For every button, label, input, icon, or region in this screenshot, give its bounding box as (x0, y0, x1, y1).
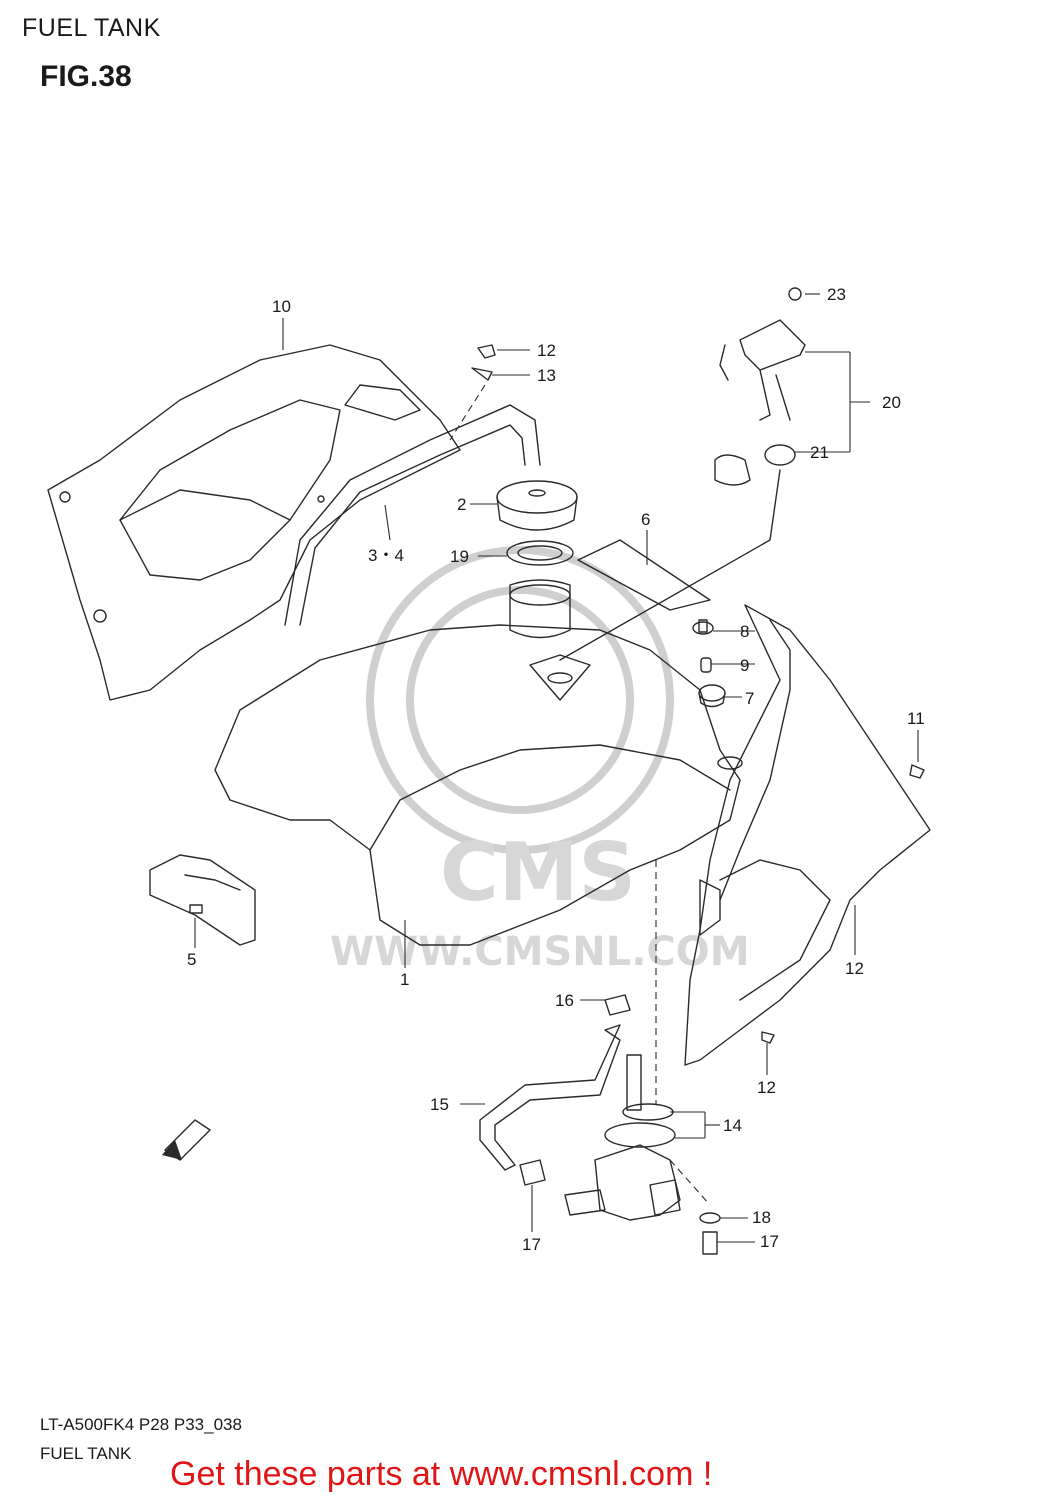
part-12-clips (761, 764, 925, 1044)
part-20-gasket (506, 540, 574, 566)
callout-numbers: 10 12 13 3・4 2 19 6 23 20 21 8 9 7 11 5 … (187, 285, 925, 1254)
callout-7: 7 (745, 689, 754, 708)
part-11-side-cover (684, 604, 931, 1066)
callout-12-bottom: 12 (757, 1078, 776, 1097)
callout-22: 21 (810, 443, 829, 462)
part-21-fuel-level-sender (559, 287, 806, 661)
callout-14: 13 (537, 366, 556, 385)
watermark: CMS WWW.CMSNL.COM (330, 546, 750, 975)
callout-18: 17 (760, 1232, 779, 1251)
model-code: LT-A500FK4 P28 P33_038 (40, 1415, 242, 1434)
callout-5: 5 (187, 950, 196, 969)
parts-7-8-9-grommets (692, 619, 726, 708)
callout-10: 10 (272, 297, 291, 316)
callout-23: 23 (827, 285, 846, 304)
callout-8: 8 (740, 622, 749, 641)
part-5-bracket (149, 854, 256, 946)
parts-18-19-bolt-washer (699, 1212, 721, 1255)
callout-20: 19 (450, 547, 469, 566)
callout-21: 20 (882, 393, 901, 412)
callout-19: 18 (752, 1208, 771, 1227)
part-3-4-hose (284, 404, 541, 626)
leader-lines (194, 293, 919, 1243)
callout-1: 1 (400, 970, 409, 989)
fwd-label: FWD (178, 1129, 201, 1150)
callout-11: 12 (845, 959, 864, 978)
callout-17-top: 16 (555, 991, 574, 1010)
watermark-url: WWW.CMSNL.COM (330, 929, 750, 975)
parts-13-14-fastener (471, 344, 496, 381)
part-1-fuel-tank (214, 579, 743, 946)
callout-3-4: 3・4 (368, 546, 404, 565)
part-15-fuel-cock (564, 1054, 681, 1221)
part-16-fuel-hose (479, 1024, 621, 1171)
fwd-arrow-icon: FWD (162, 1119, 211, 1161)
callout-2: 2 (457, 495, 466, 514)
watermark-brand: CMS (440, 826, 636, 919)
part-10-side-cover (47, 344, 461, 701)
callout-13: 12 (537, 341, 556, 360)
footer-title: FUEL TANK (40, 1444, 132, 1463)
figure-number: FIG.38 (40, 60, 132, 93)
callout-17-bottom: 17 (522, 1235, 541, 1254)
callout-9: 9 (740, 656, 749, 675)
part-2-fuel-cap (496, 480, 578, 531)
page-title: FUEL TANK (22, 14, 161, 42)
callout-6: 6 (641, 510, 650, 529)
callout-16: 15 (430, 1095, 449, 1114)
part-6-label (577, 539, 711, 611)
cta-link[interactable]: Get these parts at www.cmsnl.com ! (170, 1455, 713, 1493)
callout-12-top: 11 (907, 709, 925, 728)
part-17-clamps (519, 994, 631, 1186)
callout-15: 14 (723, 1116, 742, 1135)
